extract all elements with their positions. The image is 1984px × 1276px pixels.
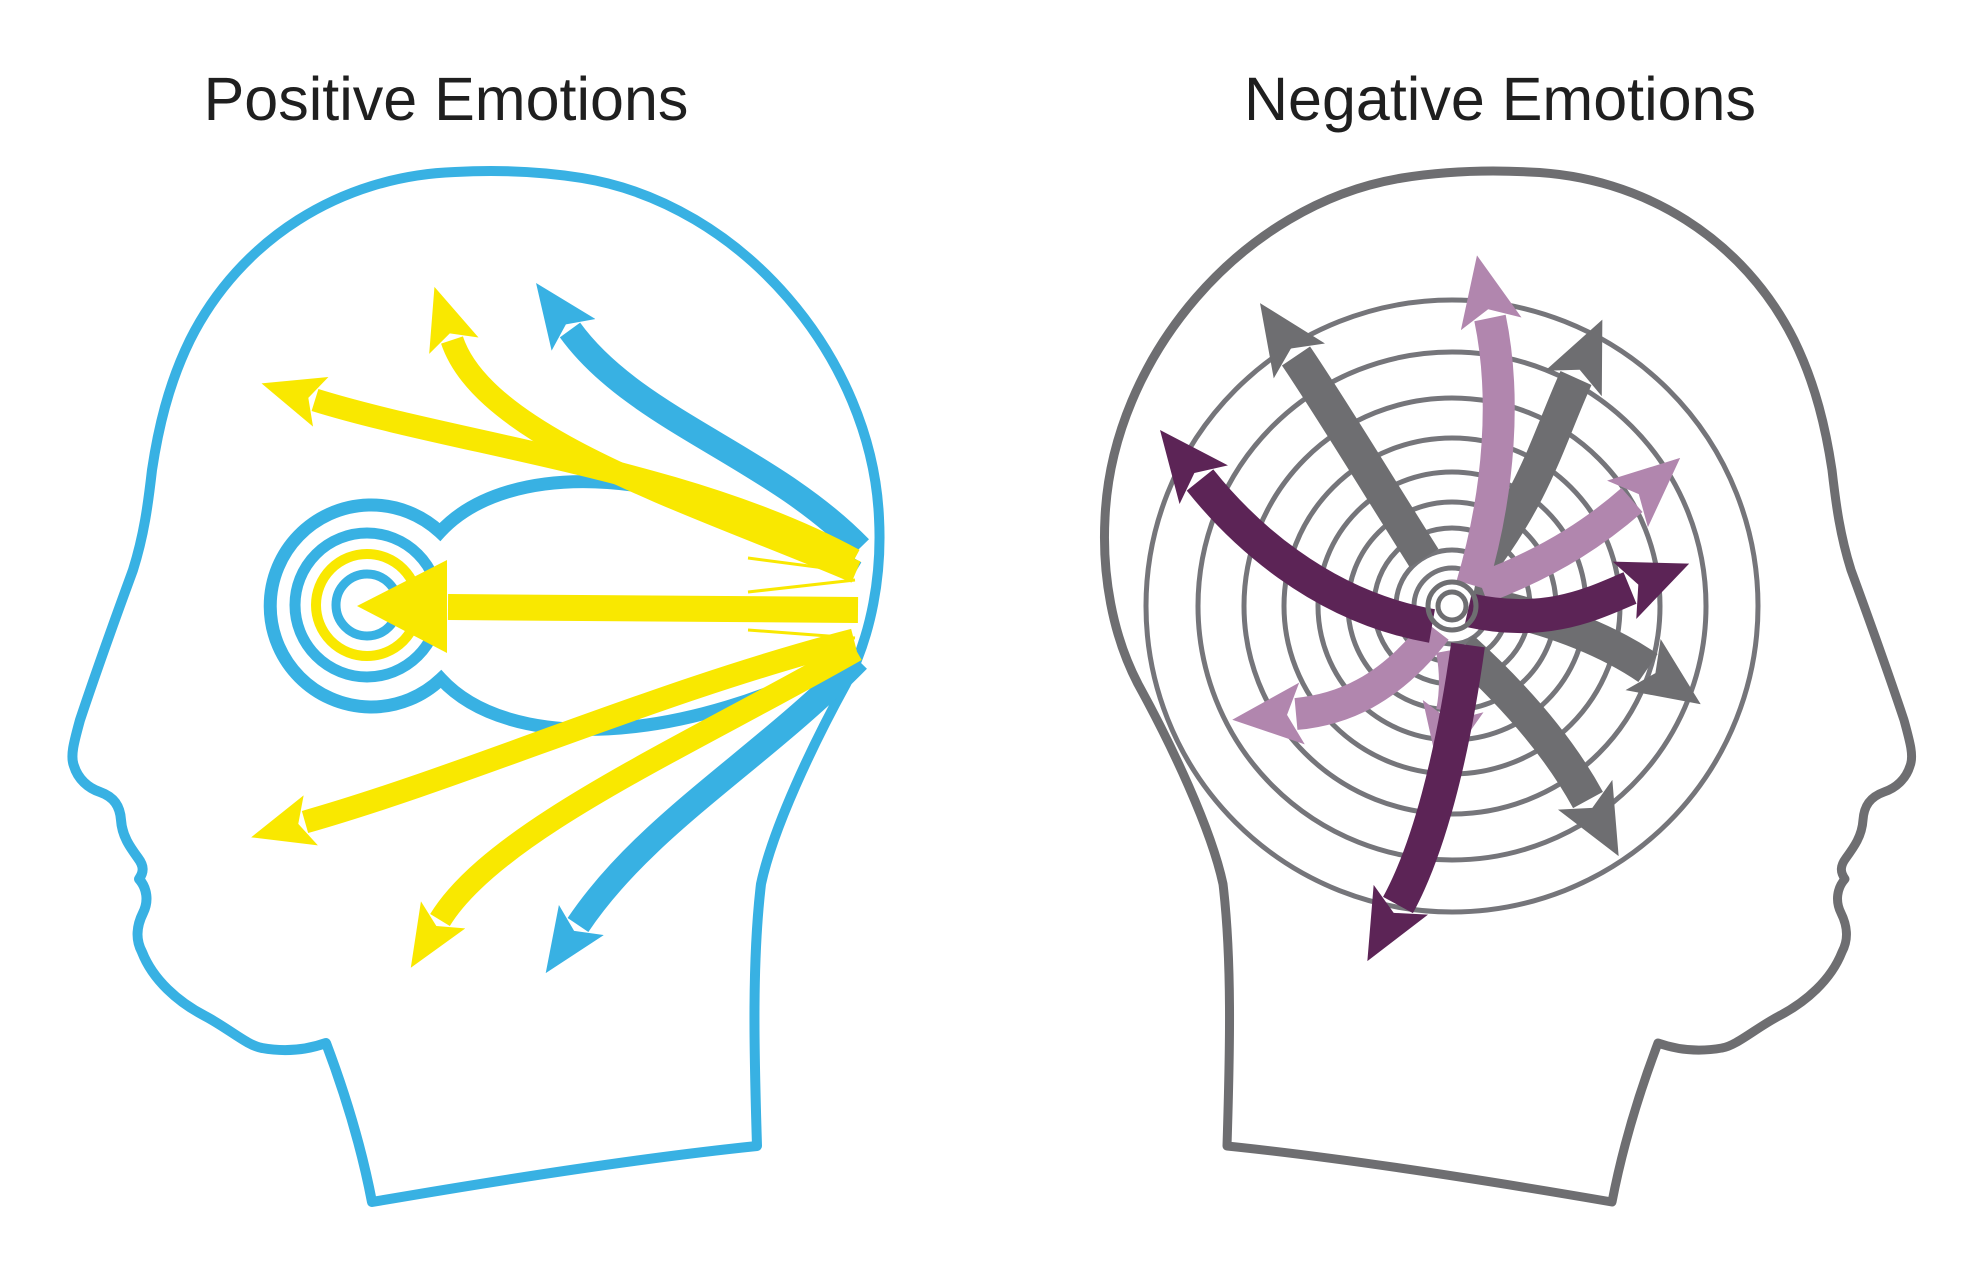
positive-head-outline [67, 166, 885, 1207]
positive-arrow-yellow-down [410, 640, 862, 968]
positive-head-panel: Positive Emotions [67, 65, 885, 1207]
hairline [747, 646, 856, 664]
negative-arrow-mauve-lower-left [1232, 620, 1449, 745]
positive-arrow-yellow-lower-left [251, 628, 857, 846]
hairline [747, 578, 856, 594]
negative-arrow-gray-lower-right [1450, 635, 1619, 857]
hairline [747, 628, 856, 640]
eye-outer-open-loop [263, 475, 862, 736]
negative-purple-arrows [1160, 430, 1690, 962]
vortex-ring [1143, 297, 1761, 915]
negative-arrow-purple-right [1464, 561, 1690, 634]
vortex-ring [1425, 579, 1479, 633]
positive-arrow-yellow-horizontal-shaft [447, 594, 859, 623]
negative-arrow-gray-upper-left [1260, 303, 1439, 568]
positive-yellow-streams [251, 286, 862, 968]
negative-head-panel: Negative Emotions [1100, 65, 1917, 1207]
positive-arrow-blue-down [545, 651, 867, 974]
positive-eye-rings [263, 475, 862, 736]
vortex-ring [1195, 349, 1709, 863]
positive-arrow-blue-up [536, 283, 869, 557]
negative-title: Negative Emotions [1244, 65, 1756, 133]
positive-arrow-yellow-up [429, 286, 861, 583]
vortex-core-rings [1425, 579, 1479, 633]
negative-arrow-mauve-upper-right [1476, 457, 1681, 603]
vortex-ring [1435, 589, 1469, 623]
positive-center-arrow [357, 560, 859, 653]
positive-blue-streams [536, 283, 869, 974]
negative-arrow-purple-down [1367, 642, 1485, 962]
negative-head-outline [1100, 166, 1917, 1207]
negative-arrow-purple-upper-left [1160, 430, 1436, 643]
positive-convergence-hairlines [747, 556, 856, 664]
positive-title: Positive Emotions [204, 65, 689, 133]
hairline [747, 556, 856, 574]
vortex-core-disc [1441, 595, 1463, 617]
positive-arrow-yellow-horizontal-head [357, 560, 447, 653]
negative-arrow-mauve-up [1456, 255, 1522, 590]
